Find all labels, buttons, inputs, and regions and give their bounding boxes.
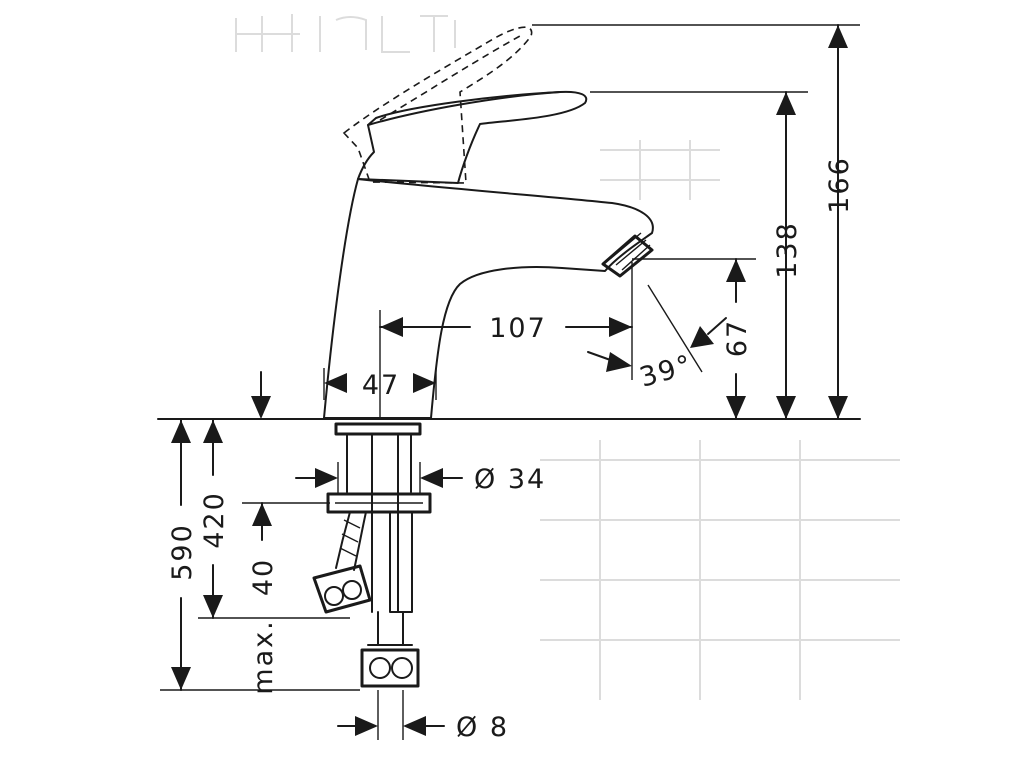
lever-raised-outline — [342, 26, 533, 184]
faint-background-artwork — [235, 14, 900, 700]
hose-left — [312, 511, 372, 614]
dim-total-height: 166 — [532, 24, 860, 420]
dim-lever-height: 138 — [590, 91, 808, 420]
dim-body-width: 47 — [323, 368, 437, 401]
dim-shank-diameter: Ø 34 — [295, 462, 546, 495]
dim-spout-angle: 39° — [587, 284, 727, 394]
dim-lever-height-label: 138 — [772, 221, 803, 279]
dim-spout-angle-label: 39° — [636, 349, 696, 394]
dim-total-height-label: 166 — [824, 156, 855, 214]
dim-shank-length-label: 420 — [199, 491, 230, 549]
hose-center — [360, 644, 420, 688]
dim-hose-length: 590 — [160, 419, 360, 691]
dim-max-label: max. — [248, 619, 279, 694]
dim-max-thickness: 40 max. — [242, 502, 330, 695]
mounting-shank — [326, 422, 432, 646]
lever-handle — [357, 90, 588, 184]
dim-spout-height: 67 — [632, 258, 756, 420]
dim-spout-height-label: 67 — [722, 319, 753, 357]
dim-shank-diameter-label: Ø 34 — [474, 464, 546, 495]
dim-max-thickness-label: 40 — [248, 558, 279, 596]
faucet-body — [323, 178, 654, 419]
deck-reference-arrow — [251, 371, 271, 419]
dim-body-width-label: 47 — [362, 370, 400, 401]
dim-hose-diameter-label: Ø 8 — [456, 712, 509, 743]
aerator — [601, 232, 654, 278]
dim-reach-label: 107 — [489, 313, 547, 344]
dim-shank-length: 420 — [198, 419, 350, 619]
dim-hose-length-label: 590 — [167, 523, 198, 581]
dim-reach: 107 — [379, 262, 633, 420]
dim-hose-diameter: Ø 8 — [337, 690, 509, 743]
